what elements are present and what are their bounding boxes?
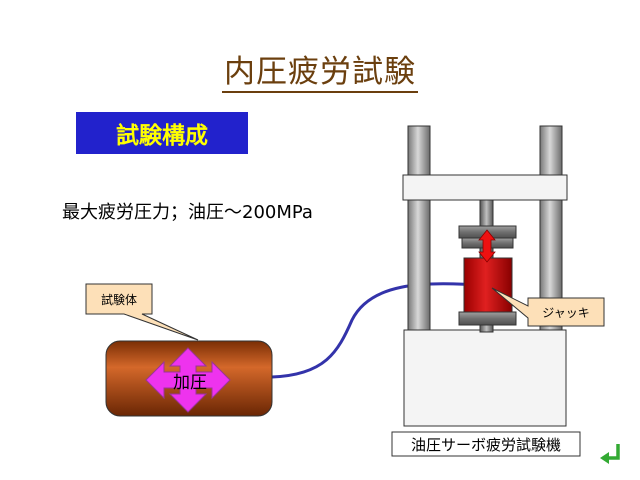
- specimen-callout-label: 試験体: [100, 292, 137, 307]
- section-heading: 試験構成: [76, 112, 248, 154]
- pressure-arrows-icon: [145, 347, 231, 413]
- machine-caption-box: [391, 431, 581, 457]
- lower-platen: [458, 311, 517, 326]
- pressure-label: 加圧: [173, 372, 207, 393]
- machine-caption-label: 油圧サーボ疲労試験機: [410, 435, 561, 454]
- left-column: [407, 125, 431, 335]
- hydraulic-hose: [271, 282, 489, 379]
- jack-cylinder: [463, 257, 513, 313]
- crosshead: [402, 174, 568, 201]
- slide-title-text: 内圧疲労試験: [222, 54, 418, 93]
- jack-callout-label: ジャッキ: [542, 305, 590, 320]
- load-direction-arrow-icon: [478, 229, 496, 263]
- return-arrow-icon[interactable]: [597, 441, 625, 469]
- jack-callout-box: [491, 287, 605, 327]
- machine-base: [403, 329, 567, 427]
- max-pressure-spec: 最大疲労圧力；油圧～200MPa: [62, 202, 313, 223]
- slide-title: 内圧疲労試験: [0, 46, 640, 93]
- specimen-callout-box: [85, 283, 199, 341]
